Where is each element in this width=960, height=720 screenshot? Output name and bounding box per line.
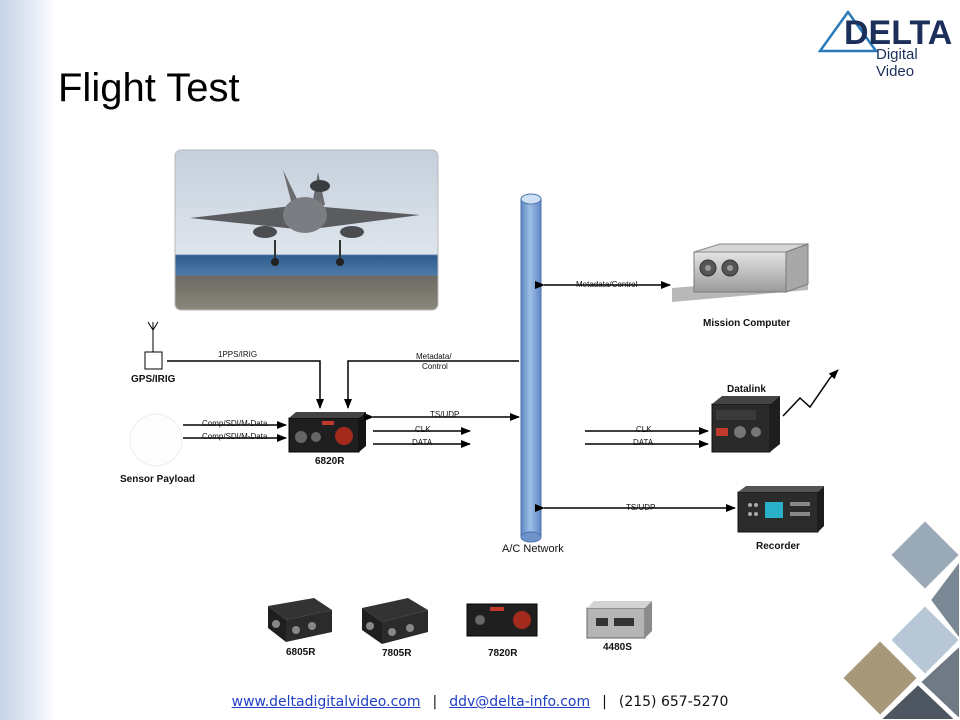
label-datalink: Datalink xyxy=(727,384,766,395)
logo-brand: DELTA xyxy=(844,14,953,52)
label-ac-network: A/C Network xyxy=(502,543,564,555)
label-data-2: DATA xyxy=(633,438,654,447)
sensor-payload-icon xyxy=(129,413,183,467)
label-comp-sdi-1: Comp/SDI/M-Data xyxy=(202,419,268,428)
jet-aircraft-icon xyxy=(190,170,420,266)
label-sensor-payload: Sensor Payload xyxy=(120,474,196,485)
label-ts-udp-1: TS/UDP xyxy=(430,410,460,419)
label-product-7805r: 7805R xyxy=(382,648,412,659)
decorative-photo-collage xyxy=(840,518,960,720)
label-product-7820r: 7820R xyxy=(488,648,518,659)
signal-lines xyxy=(167,281,736,512)
gps-antenna-icon xyxy=(144,321,163,370)
product-6805r-image xyxy=(268,598,332,642)
product-4480s-image xyxy=(586,601,652,639)
label-metadata-control-top: Metadata/Control xyxy=(576,280,638,289)
slide-title: Flight Test xyxy=(58,66,240,110)
footer-separator: | xyxy=(602,694,607,710)
product-7805r-image xyxy=(362,598,428,644)
wireless-signal-icon xyxy=(782,369,839,417)
label-clk-1: CLK xyxy=(415,425,431,434)
footer: www.deltadigitalvideo.com | ddv@delta-info… xyxy=(0,694,960,710)
label-ts-udp-2: TS/UDP xyxy=(626,503,656,512)
email-link[interactable]: ddv@delta-info.com xyxy=(449,694,591,710)
phone-number: (215) 657-5270 xyxy=(618,694,729,710)
logo-triangle-icon xyxy=(818,9,878,53)
label-gps-irig: GPS/IRIG xyxy=(131,374,176,385)
label-product-6805r: 6805R xyxy=(286,647,316,658)
ac-network-pipe xyxy=(520,193,542,543)
label-comp-sdi-2: Comp/SDI/M-Data xyxy=(202,432,268,441)
delta-logo: DELTA Digital Video xyxy=(818,8,958,80)
label-metadata-line2: Control xyxy=(422,362,448,371)
label-product-4480s: 4480S xyxy=(603,642,632,653)
product-7820r-image xyxy=(466,603,538,637)
logo-subtitle: Digital Video xyxy=(876,46,918,80)
datalink-image xyxy=(711,396,780,453)
label-data-1: DATA xyxy=(412,438,433,447)
label-recorder: Recorder xyxy=(756,541,800,552)
label-6820r: 6820R xyxy=(315,456,345,467)
label-1pps-irig: 1PPS/IRIG xyxy=(218,350,258,359)
jet-photo xyxy=(174,149,439,311)
label-metadata-line1: Metadata/ xyxy=(416,352,452,361)
footer-separator: | xyxy=(432,694,438,710)
label-clk-2: CLK xyxy=(636,425,652,434)
mission-computer-image xyxy=(672,243,809,302)
encoder-6820r-image xyxy=(288,412,366,453)
recorder-image xyxy=(737,486,824,533)
left-gradient-bar xyxy=(0,0,56,720)
label-mission-computer: Mission Computer xyxy=(703,318,791,329)
website-link[interactable]: www.deltadigitalvideo.com xyxy=(231,694,421,710)
